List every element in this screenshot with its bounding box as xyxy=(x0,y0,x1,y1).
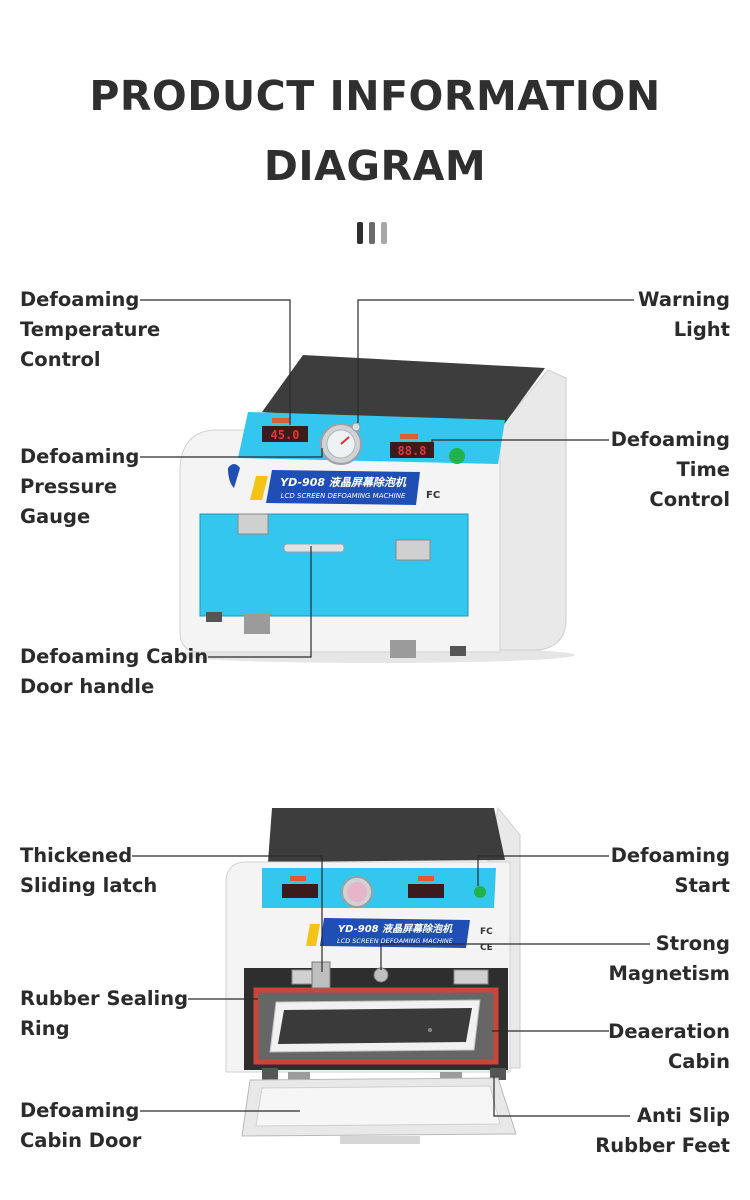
latch-right xyxy=(395,539,431,561)
sliding-latch xyxy=(311,961,331,989)
page-title-line-2: DIAGRAM xyxy=(263,142,487,190)
temp-display-value: 45.0 xyxy=(271,428,300,442)
label-temperature-control: Defoaming Temperature Control xyxy=(20,288,161,371)
title-divider-bars xyxy=(357,222,397,244)
label-strong-magnetism: Strong Magnetism xyxy=(608,932,730,985)
label-door-handle: Defoaming Cabin Door handle xyxy=(20,645,209,698)
svg-text:LCD SCREEN DEFOAMING MACHINE: LCD SCREEN DEFOAMING MACHINE xyxy=(337,937,454,945)
label-rubber-sealing-ring: Rubber Sealing Ring xyxy=(20,987,189,1040)
start-button-lamp-2 xyxy=(474,886,486,898)
svg-text:FC: FC xyxy=(480,927,493,937)
start-button-lamp xyxy=(449,448,465,464)
warning-light xyxy=(351,422,361,432)
model-text: YD-908 液晶屏幕除泡机 xyxy=(280,476,407,489)
label-deaeration-cabin: Deaeration Cabin xyxy=(608,1020,730,1073)
door-handle xyxy=(283,543,345,553)
svg-text:YD-908 液晶屏幕除泡机: YD-908 液晶屏幕除泡机 xyxy=(338,923,453,935)
label-defoaming-start: Defoaming Start xyxy=(610,844,730,897)
label-time-control: Defoaming Time Control xyxy=(610,428,730,511)
label-sliding-latch: Thickened Sliding latch xyxy=(20,844,158,897)
time-display-value: 88.8 xyxy=(398,444,427,458)
page-title-line-1: PRODUCT INFORMATION xyxy=(89,72,661,120)
machine-subtitle: LCD SCREEN DEFOAMING MACHINE xyxy=(281,492,406,500)
label-anti-slip-feet: Anti Slip Rubber Feet xyxy=(595,1104,730,1157)
magnet xyxy=(373,967,389,983)
label-cabin-door: Defoaming Cabin Door xyxy=(20,1099,142,1152)
fc-mark: FC xyxy=(426,490,440,501)
foot-left xyxy=(244,614,270,634)
label-warning-light: Warning Light xyxy=(638,288,730,341)
svg-text:CE: CE xyxy=(480,943,493,953)
label-pressure-gauge: Defoaming Pressure Gauge xyxy=(20,445,140,528)
foot-right xyxy=(390,640,416,658)
latch-left xyxy=(237,513,269,535)
